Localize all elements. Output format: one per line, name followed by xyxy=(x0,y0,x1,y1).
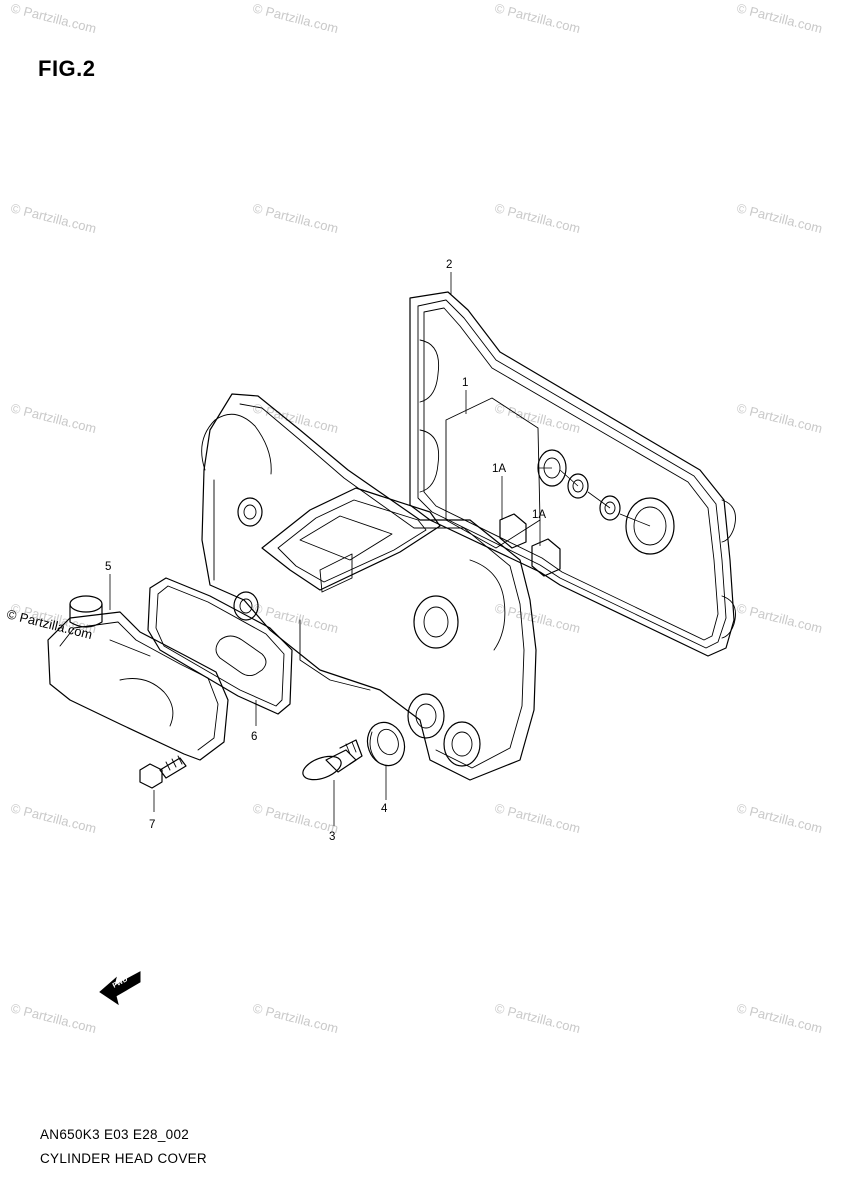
watermark-text: © Partzilla.com xyxy=(251,400,340,436)
part-4-seal-washer[interactable] xyxy=(362,717,411,771)
part-6-breather-gasket[interactable] xyxy=(147,577,293,715)
callout-1: 1 xyxy=(462,377,468,389)
part-3-flange-bolt[interactable] xyxy=(300,739,363,784)
callout-6: 6 xyxy=(251,731,257,743)
watermark-text: © Partzilla.com xyxy=(251,800,340,836)
fwd-arrow-icon: FWD xyxy=(99,971,141,1006)
part-5-breather-cover[interactable] xyxy=(47,595,229,761)
part-1-cylinder-head-cover[interactable] xyxy=(201,393,537,781)
watermark-text: © Partzilla.com xyxy=(9,400,98,436)
watermark-text: © Partzilla.com xyxy=(493,0,582,36)
watermark-text: © Partzilla.com xyxy=(251,0,340,36)
watermark-text: © Partzilla.com xyxy=(251,200,340,236)
watermark-text: © Partzilla.com xyxy=(735,0,824,36)
figure-title: FIG.2 xyxy=(38,56,96,81)
part-2-cover-gasket[interactable] xyxy=(409,291,736,657)
watermark-text: © Partzilla.com xyxy=(735,200,824,236)
watermark-text: © Partzilla.com xyxy=(9,0,98,36)
watermark-text: © Partzilla.com xyxy=(9,1000,98,1036)
watermark-text: © Partzilla.com xyxy=(493,600,582,636)
callout-5: 5 xyxy=(105,561,111,573)
part-7-bolt[interactable] xyxy=(139,755,187,789)
watermark-text: © Partzilla.com xyxy=(735,1000,824,1036)
watermark-text: © Partzilla.com xyxy=(735,400,824,436)
watermark-text: © Partzilla.com xyxy=(493,1000,582,1036)
watermark-text: © Partzilla.com xyxy=(735,800,824,836)
callout-2: 2 xyxy=(446,259,452,271)
callout-3: 3 xyxy=(329,831,335,843)
callout-leaders xyxy=(109,272,541,826)
watermark-text: © Partzilla.com xyxy=(9,200,98,236)
callout-4: 4 xyxy=(381,803,388,815)
callout-7: 7 xyxy=(149,819,155,831)
diagram-code: AN650K3 E03 E28_002 xyxy=(40,1127,190,1142)
watermark-text: © Partzilla.com xyxy=(9,800,98,836)
watermark-text: © Partzilla.com xyxy=(493,400,582,436)
watermark-text: © Partzilla.com xyxy=(493,800,582,836)
watermark-text: © Partzilla.com xyxy=(251,1000,340,1036)
diagram-name: CYLINDER HEAD COVER xyxy=(40,1151,207,1166)
callout-1a-lower: 1A xyxy=(532,509,546,521)
watermark-text: © Partzilla.com xyxy=(493,200,582,236)
callout-1a-upper: 1A xyxy=(492,463,506,475)
watermark-text: © Partzilla.com xyxy=(735,600,824,636)
watermark-text: © Partzilla.com xyxy=(251,600,340,636)
